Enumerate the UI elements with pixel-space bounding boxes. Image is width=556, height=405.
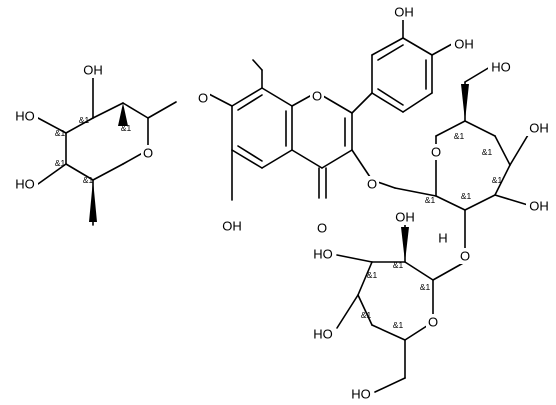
ring-oxygen-label: O xyxy=(312,89,322,104)
stereo-label: &1 xyxy=(461,191,472,201)
stereo-label: &1 xyxy=(83,175,94,185)
hydroxyl-label: HO xyxy=(491,60,511,75)
ring-oxygen-label: O xyxy=(431,145,441,160)
ring-oxygen-label: O xyxy=(428,315,438,330)
hydroxyl-label: HO xyxy=(313,327,333,342)
hydroxyl-label: OH xyxy=(395,210,415,225)
stereo-label: &1 xyxy=(454,131,465,141)
hydroxyl-label: HO xyxy=(15,109,35,124)
stereo-label: &1 xyxy=(393,320,404,330)
ether-oxygen-label: O xyxy=(367,177,377,192)
stereo-wedges xyxy=(89,84,469,262)
stereo-label: &1 xyxy=(361,310,372,320)
stereo-label: &1 xyxy=(492,175,503,185)
hydroxyl-label: OH xyxy=(394,5,414,20)
hydroxyl-label: HO xyxy=(15,177,35,192)
ether-oxygen-label: O xyxy=(460,249,470,264)
hydroxyl-label: HO xyxy=(313,247,333,262)
atom-labels: OH OH OH HO HO O O O OH O O O HO OH OH O… xyxy=(12,4,552,402)
stereo-label: &1 xyxy=(79,115,90,125)
hydroxyl-label: OH xyxy=(529,199,549,214)
stereo-label: &1 xyxy=(393,260,404,270)
hydroxyl-label: HO xyxy=(351,387,371,402)
hydroxyl-label: OH xyxy=(222,219,242,234)
hydroxyl-label: OH xyxy=(83,63,103,78)
stereo-label: &1 xyxy=(420,282,431,292)
hydroxyl-label: OH xyxy=(454,37,474,52)
ring-oxygen-label: O xyxy=(143,146,153,161)
hydrogen-label: H xyxy=(438,231,447,246)
stereo-label: &1 xyxy=(55,128,66,138)
stereo-label: &1 xyxy=(367,270,378,280)
stereo-label: &1 xyxy=(482,147,493,157)
carbonyl-oxygen-label: O xyxy=(317,221,327,236)
stereo-label: &1 xyxy=(55,158,66,168)
hydroxyl-label: OH xyxy=(529,121,549,136)
bond-layer xyxy=(37,17,529,393)
stereo-descriptor-labels: &1 &1 &1 &1 &1 &1 &1 &1 &1 &1 &1 &1 &1 &… xyxy=(55,115,503,330)
stereo-label: &1 xyxy=(425,195,436,205)
ether-oxygen-label: O xyxy=(198,91,208,106)
stereo-label: &1 xyxy=(121,123,132,133)
